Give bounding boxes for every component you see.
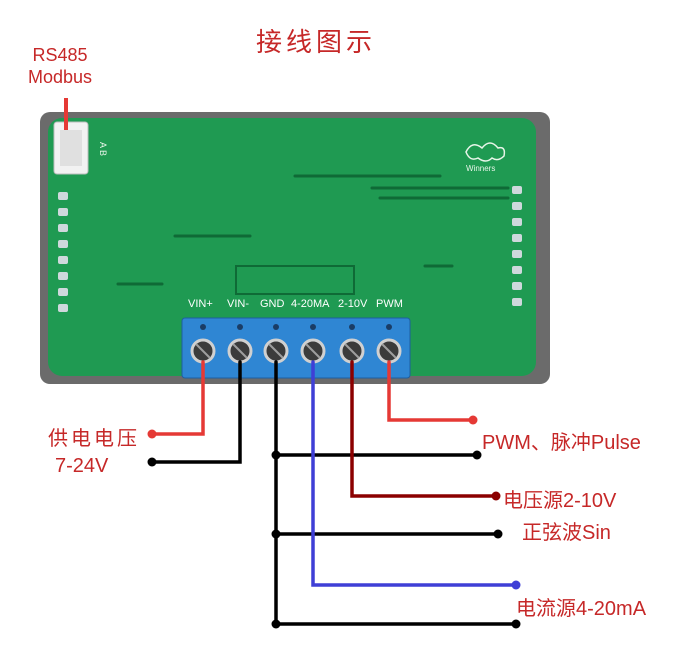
rs485-connector-slot	[60, 130, 82, 166]
left-pin-header	[58, 192, 68, 312]
wire-pwm	[387, 360, 475, 422]
right-pin-header	[512, 186, 522, 306]
wire-2-10v	[350, 360, 498, 498]
winners-logo-icon	[465, 142, 506, 162]
label-power-voltage: 7-24V	[55, 455, 109, 477]
wire-vin-minus	[150, 360, 242, 464]
pcb-traces	[116, 174, 510, 286]
label-current-source: 电流源4-20mA	[516, 598, 647, 620]
pin-label-4-20ma: 4-20MA	[291, 298, 330, 310]
wire-4-20ma	[311, 360, 518, 587]
pin-label-gnd: GND	[260, 298, 285, 310]
pin-label-vin-minus: VIN-	[227, 298, 249, 310]
label-pwm-pulse: PWM、脉冲Pulse	[482, 432, 641, 454]
diagram-title: 接线图示	[256, 28, 377, 58]
pin-label-pwm: PWM	[376, 298, 403, 310]
wire-end-dots	[147, 415, 521, 629]
terminal-screw-slots	[195, 343, 397, 359]
terminal-holes	[200, 324, 392, 330]
rs485-label-line2: Modbus	[28, 67, 93, 87]
rs485-label: RS485 Modbus	[28, 44, 92, 88]
label-power-supply: 供电电压	[48, 428, 140, 450]
brand-label: Winners	[466, 164, 496, 173]
connector-ab-label: A B	[98, 141, 109, 157]
pin-label-2-10v: 2-10V	[338, 298, 368, 310]
pin-label-vin-plus: VIN+	[188, 298, 213, 310]
silkscreen-box	[235, 265, 355, 295]
pcb-board	[48, 118, 536, 376]
rs485-label-line1: RS485	[32, 45, 88, 65]
label-sine-wave: 正弦波Sin	[522, 522, 611, 544]
label-voltage-source: 电压源2-10V	[503, 490, 617, 512]
wire-vin-plus	[150, 360, 205, 436]
terminal-block	[181, 317, 411, 379]
